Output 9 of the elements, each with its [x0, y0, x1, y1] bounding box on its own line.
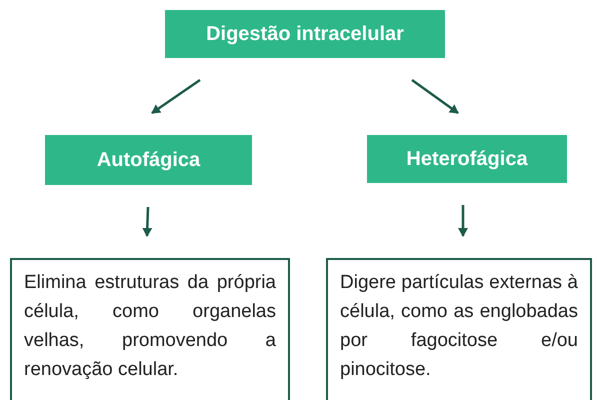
- arrow: [411, 78, 459, 114]
- arrow: [151, 78, 201, 114]
- description-box: Elimina estruturas da própria célula, como organelas velhas, promovendo a renovação celular.: [10, 258, 290, 400]
- title-box: Autofágica: [45, 135, 252, 185]
- arrow: [142, 206, 152, 237]
- title-box: Digestão intracelular: [165, 10, 445, 58]
- title-box: Heterofágica: [367, 135, 567, 183]
- description-box: Digere partículas externas à célula, como as englobadas por fagocitose e/ou pinocitose.: [326, 258, 592, 400]
- arrow: [458, 205, 468, 237]
